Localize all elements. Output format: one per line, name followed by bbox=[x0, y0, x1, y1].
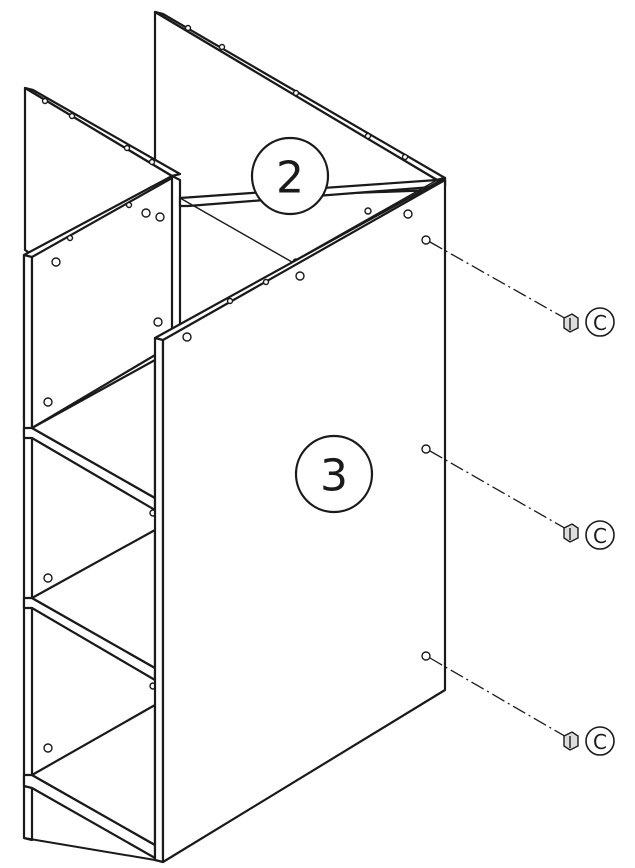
screw-middle bbox=[563, 523, 579, 543]
fastener-label-bottom-text: C bbox=[593, 730, 607, 754]
right-side-panel bbox=[153, 176, 447, 864]
left-front-panel bbox=[22, 174, 182, 861]
panel-label-3: 3 bbox=[294, 434, 374, 514]
screw-top bbox=[563, 313, 579, 333]
fastener-label-bottom: C bbox=[585, 726, 615, 756]
fastener-label-middle-text: C bbox=[593, 524, 607, 548]
alignment-line-middle bbox=[429, 450, 569, 531]
left-front-edge bbox=[22, 253, 34, 842]
fastener-label-top: C bbox=[585, 307, 615, 337]
panel-label-2: 2 bbox=[250, 136, 330, 216]
right-panel-face bbox=[161, 178, 447, 864]
screw-hole-bottom bbox=[421, 651, 431, 661]
fastener-label-top-text: C bbox=[593, 311, 607, 335]
panel-label-3-text: 3 bbox=[320, 451, 348, 502]
panel-label-2-text: 2 bbox=[276, 153, 304, 204]
fastener-label-middle: C bbox=[585, 520, 615, 550]
screw-bottom bbox=[563, 731, 579, 751]
shelf-2-top bbox=[30, 528, 157, 670]
screw-hole-middle bbox=[421, 444, 431, 454]
screw-hole-top bbox=[421, 235, 431, 245]
alignment-line-top bbox=[429, 241, 569, 321]
alignment-line-bottom bbox=[429, 657, 569, 739]
right-panel-front-edge bbox=[153, 336, 165, 864]
